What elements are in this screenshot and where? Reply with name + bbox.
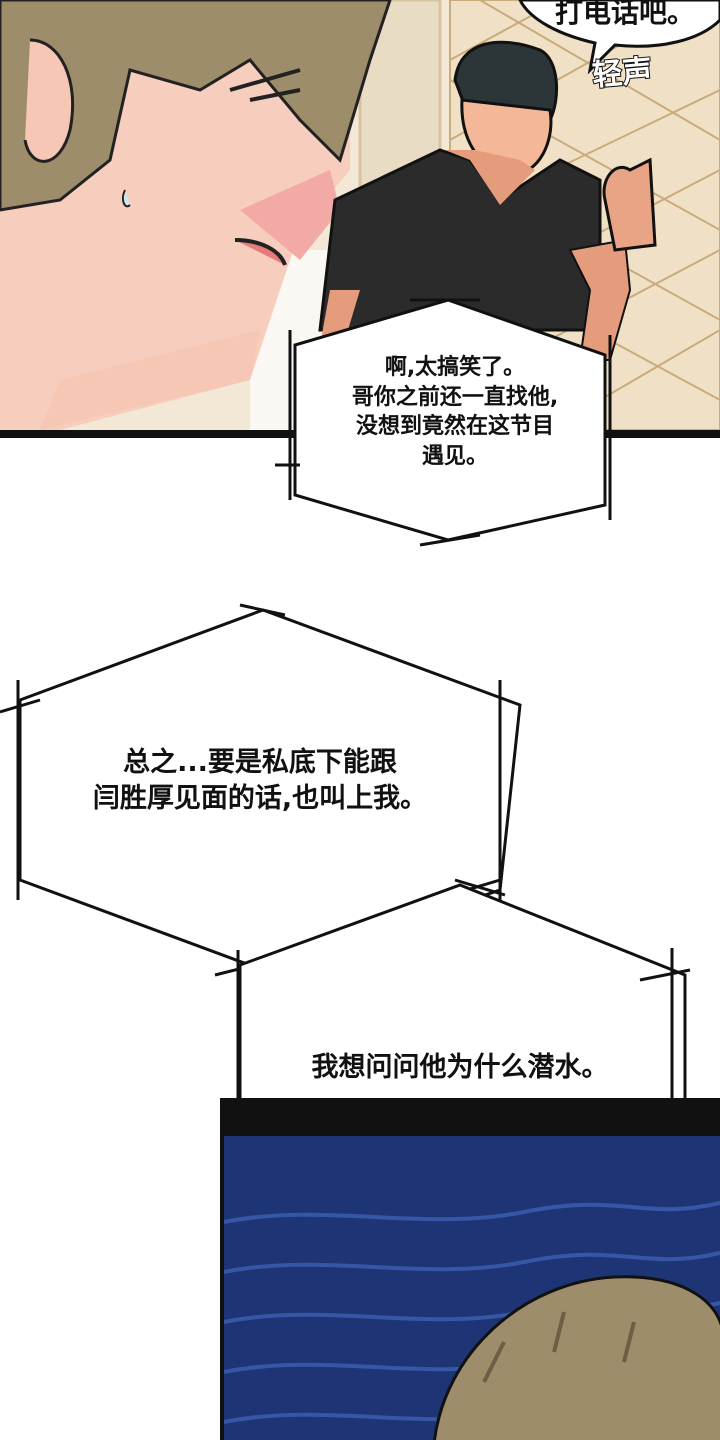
- caption-2-text: 总之...要是私底下能跟 闫胜厚见面的话,也叫上我。: [92, 747, 428, 815]
- whisper-sfx: 轻声: [590, 52, 655, 94]
- speech-top-text: 打电话吧。: [554, 0, 695, 29]
- caption-1-text: 啊,太搞笑了。 哥你之前还一直找他, 没想到竟然在这节目 遇见。: [351, 355, 559, 470]
- caption-3-text: 我想问问他为什么潜水。: [311, 1052, 609, 1083]
- bottom-panel: [220, 1098, 720, 1440]
- left-character: [0, 0, 392, 430]
- speech-bubble-top: [518, 0, 720, 75]
- bottom-panel-art: [224, 1102, 720, 1440]
